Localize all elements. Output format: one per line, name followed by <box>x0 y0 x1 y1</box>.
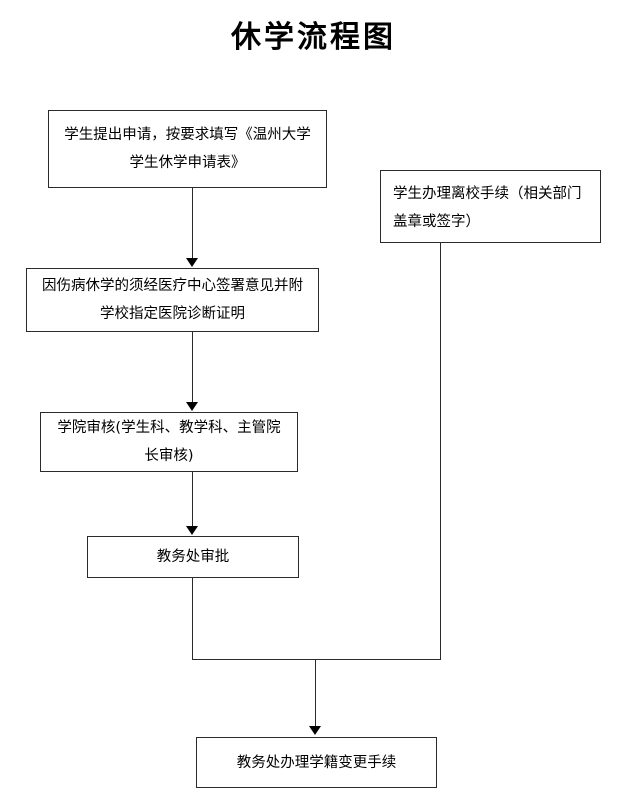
flow-node-medical[interactable]: 因伤病休学的须经医疗中心签署意见并附学校指定医院诊断证明 <box>26 268 319 332</box>
flow-node-college-review[interactable]: 学院审核(学生科、教学科、主管院长审核) <box>40 412 298 472</box>
flow-node-apply-label: 学生提出申请，按要求填写《温州大学学生休学申请表》 <box>64 127 311 171</box>
flow-node-college-review-label: 学院审核(学生科、教学科、主管院长审核) <box>57 420 281 464</box>
connector-college-review-to-approval <box>192 472 193 528</box>
arrowhead-approval-icon <box>186 526 198 535</box>
connector-merge-to-status-change <box>315 659 316 727</box>
connector-medical-to-college-review <box>192 332 193 404</box>
flow-node-apply[interactable]: 学生提出申请，按要求填写《温州大学学生休学申请表》 <box>48 110 327 188</box>
arrowhead-status-change-icon <box>309 726 321 735</box>
flow-node-status-change-label: 教务处办理学籍变更手续 <box>236 754 397 771</box>
connector-approval-drop <box>192 578 193 659</box>
connector-merge-bar <box>192 659 441 660</box>
flow-node-medical-label: 因伤病休学的须经医疗中心签署意见并附学校指定医院诊断证明 <box>42 278 303 322</box>
connector-leave-procedures-drop <box>440 243 441 659</box>
flow-node-leave-procedures[interactable]: 学生办理离校手续（相关部门盖章或签字） <box>380 170 601 243</box>
arrowhead-medical-icon <box>186 258 198 267</box>
arrowhead-college-review-icon <box>186 402 198 411</box>
flow-node-leave-procedures-label: 学生办理离校手续（相关部门盖章或签字） <box>393 186 582 230</box>
connector-apply-to-medical <box>192 188 193 260</box>
page-title: 休学流程图 <box>231 20 396 55</box>
flow-node-academic-approval-label: 教务处审批 <box>156 549 230 565</box>
flow-node-status-change[interactable]: 教务处办理学籍变更手续 <box>196 737 437 788</box>
flow-node-academic-approval[interactable]: 教务处审批 <box>87 536 299 578</box>
